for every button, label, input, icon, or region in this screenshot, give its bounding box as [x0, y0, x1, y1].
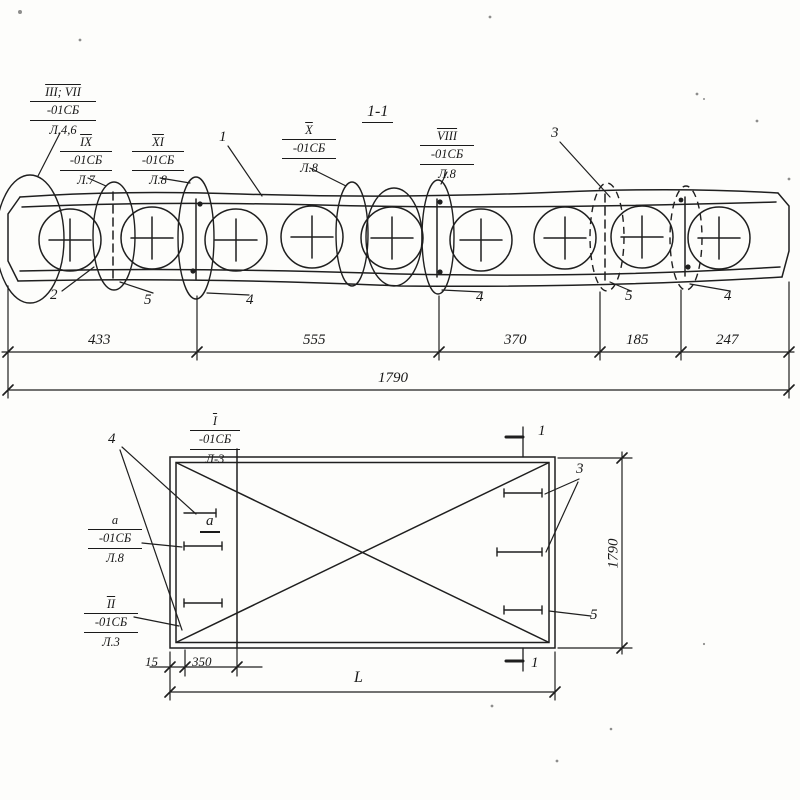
section-dimension-lines	[1, 281, 795, 399]
void-circle	[360, 206, 424, 270]
dim-185: 185	[626, 332, 649, 348]
detail-bubbles	[0, 174, 703, 304]
part-label-2: 2	[50, 287, 58, 303]
slab-outline	[7, 188, 790, 288]
void-circle	[449, 208, 513, 272]
plan-dim-length: L	[354, 669, 363, 686]
void-circle	[610, 205, 674, 269]
callout-viii: VIII -01СБ Л.8	[420, 128, 474, 182]
callout-series: -01СБ	[30, 102, 96, 121]
callout-numeral: a	[111, 513, 119, 527]
section-leader-lines	[37, 132, 731, 296]
part-label-5a: 5	[144, 292, 152, 308]
callout-sheet: Л-3	[205, 451, 225, 466]
callout-sheet: Л.8	[106, 550, 124, 565]
plan-label-a: a	[200, 514, 220, 533]
part-label-1: 1	[219, 129, 227, 145]
callout-sheet: Л.8	[300, 160, 318, 175]
plan-rebar-marks	[183, 488, 543, 615]
detail-bubble	[421, 179, 455, 295]
callout-series: -01СБ	[60, 152, 112, 171]
callout-numeral: X	[305, 123, 313, 137]
section-cut-label-top: 1	[538, 423, 546, 439]
callout-numeral: XI	[152, 135, 164, 149]
joint-dots	[190, 197, 691, 275]
section-cut-marks	[504, 426, 525, 672]
part-label-4c: 4	[724, 288, 732, 304]
callout-xi: XI -01СБ Л.8	[132, 134, 184, 188]
plan-dim-15: 15	[145, 654, 158, 669]
detail-bubble	[669, 185, 703, 291]
callout-i: I -01СБ Л-3	[190, 413, 240, 467]
detail-bubble	[335, 181, 369, 287]
callout-series: -01СБ	[88, 530, 142, 549]
callout-x: X -01СБ Л.8	[282, 122, 336, 176]
part-label-4b: 4	[476, 289, 484, 305]
part-label-5b: 5	[625, 288, 633, 304]
detail-bubble	[177, 176, 215, 300]
callout-ix: IX -01СБ Л.7	[60, 134, 112, 188]
dim-370: 370	[504, 332, 527, 348]
plan-dim-350: 350	[192, 654, 212, 669]
callout-iii-vii: III; VII -01СБ Л.4,6	[30, 84, 96, 138]
callout-sheet: Л.8	[149, 172, 167, 187]
part-label-3: 3	[551, 125, 559, 141]
void-circle	[687, 206, 751, 270]
void-circles	[38, 205, 751, 272]
callout-series: -01СБ	[282, 140, 336, 159]
detail-bubble	[92, 181, 136, 291]
scan-specks	[18, 10, 791, 763]
callout-numeral: III; VII	[45, 85, 81, 99]
callout-series: -01СБ	[190, 431, 240, 450]
callout-series: -01СБ	[84, 614, 138, 633]
callout-numeral: I	[212, 414, 218, 428]
dim-total-1790: 1790	[378, 370, 408, 386]
detail-bubble	[0, 174, 65, 304]
plan-outline	[169, 448, 556, 649]
detail-bubble	[365, 187, 423, 287]
part-label-4a: 4	[246, 292, 254, 308]
callout-series: -01СБ	[132, 152, 184, 171]
callout-a: a -01СБ Л.8	[88, 512, 142, 566]
callout-numeral: IX	[80, 135, 92, 149]
callout-sheet: Л.3	[102, 634, 120, 649]
void-circle	[38, 208, 102, 272]
detail-bubble	[589, 182, 625, 292]
plan-leader-lines	[119, 446, 592, 631]
plan-dim-1790: 1790	[605, 538, 622, 569]
void-circle	[280, 205, 344, 269]
void-circle	[533, 206, 597, 270]
dim-433: 433	[88, 332, 111, 348]
callout-sheet: Л.7	[77, 172, 95, 187]
void-circle	[204, 208, 268, 272]
section-cut-label-bottom: 1	[531, 655, 539, 671]
callout-numeral: VIII	[436, 129, 458, 143]
plan-label-4: 4	[108, 431, 116, 447]
section-title: 1-1	[362, 104, 394, 123]
plan-label-3: 3	[576, 461, 584, 477]
callout-numeral: II	[106, 597, 116, 611]
slab-joints	[112, 191, 686, 284]
plan-label-5: 5	[590, 607, 598, 623]
dim-555: 555	[303, 332, 326, 348]
callout-sheet: Л.8	[438, 166, 456, 181]
callout-series: -01СБ	[420, 146, 474, 165]
dim-247: 247	[716, 332, 739, 348]
callout-ii: II -01СБ Л.3	[84, 596, 138, 650]
callout-sheet: Л.4,6	[49, 122, 77, 137]
void-circle	[120, 206, 184, 270]
plan-dimension-lines	[149, 451, 633, 701]
